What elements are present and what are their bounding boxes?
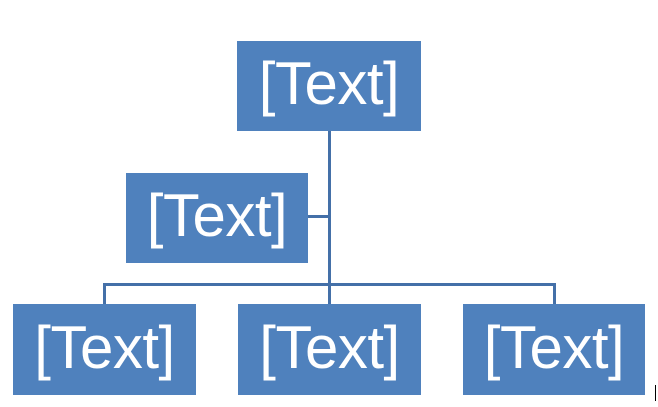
connector-assistant xyxy=(308,215,329,218)
top-node[interactable]: [Text] xyxy=(237,41,421,131)
connector-top-vertical xyxy=(328,131,331,304)
child-node-left[interactable]: [Text] xyxy=(13,304,196,395)
child-node-middle[interactable]: [Text] xyxy=(238,304,421,395)
top-node-label: [Text] xyxy=(258,50,400,117)
child-node-right[interactable]: [Text] xyxy=(463,304,645,395)
connector-children-horizontal xyxy=(103,283,556,286)
connector-child-right xyxy=(553,283,556,304)
connector-child-left xyxy=(103,283,106,304)
text-cursor xyxy=(655,385,656,401)
assistant-node-label: [Text] xyxy=(146,182,288,249)
assistant-node[interactable]: [Text] xyxy=(126,173,308,263)
child-node-label: [Text] xyxy=(259,313,400,381)
child-node-label: [Text] xyxy=(483,313,625,381)
child-node-label: [Text] xyxy=(34,313,175,381)
